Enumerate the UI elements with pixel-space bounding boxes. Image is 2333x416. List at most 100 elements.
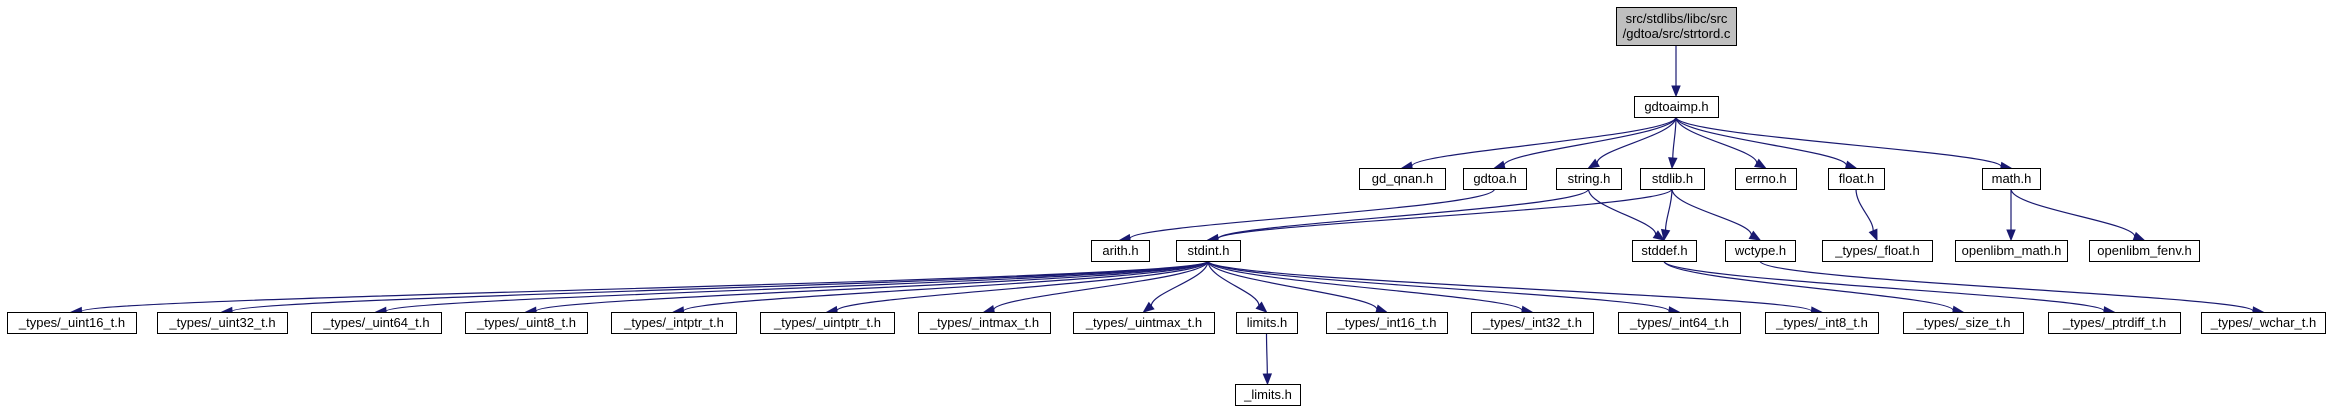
edge-line	[1663, 260, 1954, 311]
node-gd_qnan[interactable]: gd_qnan.h	[1359, 168, 1446, 190]
node-label: src/stdlibs/libc/src	[1626, 11, 1728, 26]
node-box[interactable]	[1235, 384, 1301, 406]
node-types_float[interactable]: _types/_float.h	[1822, 240, 1933, 262]
node-wctype[interactable]: wctype.h	[1725, 240, 1796, 262]
node-label: float.h	[1839, 171, 1874, 186]
node-box[interactable]	[1073, 312, 1215, 334]
edge-arrowhead	[2006, 229, 2016, 242]
node-uint64[interactable]: _types/_uint64_t.h	[311, 312, 442, 334]
node-box[interactable]	[2089, 240, 2200, 262]
edge-line	[1675, 116, 2002, 168]
node-ptrdiff[interactable]: _types/_ptrdiff_t.h	[2048, 312, 2181, 334]
node-root[interactable]: src/stdlibs/libc/src/gdtoa/src/strtord.c	[1616, 7, 1737, 46]
node-uint8[interactable]: _types/_uint8_t.h	[465, 312, 588, 334]
node-label: gdtoa.h	[1473, 171, 1516, 186]
root-node-box[interactable]	[1616, 7, 1737, 46]
node-stdlib[interactable]: stdlib.h	[1640, 168, 1705, 190]
edge-line	[1129, 188, 1496, 240]
node-box[interactable]	[1640, 168, 1705, 190]
edge-arrowhead	[1652, 230, 1666, 241]
node-box[interactable]	[1765, 312, 1879, 334]
edge-stdlib-to-stddef	[1660, 188, 1673, 242]
node-box[interactable]	[1735, 168, 1797, 190]
edge-stdint-to-uintmax	[1142, 260, 1209, 313]
node-int32[interactable]: _types/_int32_t.h	[1471, 312, 1594, 334]
node-box[interactable]	[760, 312, 895, 334]
node-box[interactable]	[2048, 312, 2181, 334]
node-errno[interactable]: errno.h	[1735, 168, 1797, 190]
node-uintptr[interactable]: _types/_uintptr_t.h	[760, 312, 895, 334]
edge-arrowhead	[1587, 158, 1600, 169]
node-box[interactable]	[7, 312, 137, 334]
node-int16[interactable]: _types/_int16_t.h	[1326, 312, 1448, 334]
node-uint32[interactable]: _types/_uint32_t.h	[157, 312, 288, 334]
edge-stdint-to-uint32	[220, 260, 1209, 317]
node-box[interactable]	[1982, 168, 2041, 190]
node-box[interactable]	[1463, 168, 1527, 190]
node-box[interactable]	[918, 312, 1051, 334]
node-label: _types/_float.h	[1834, 243, 1920, 258]
node-label: stdlib.h	[1652, 171, 1693, 186]
edge-arrowhead	[1748, 230, 1762, 241]
edge-line	[231, 260, 1209, 313]
node-box[interactable]	[1618, 312, 1741, 334]
node-box[interactable]	[465, 312, 588, 334]
node-box[interactable]	[1326, 312, 1448, 334]
node-gdtoaimp[interactable]: gdtoaimp.h	[1634, 96, 1719, 118]
node-box[interactable]	[157, 312, 288, 334]
node-gdtoa[interactable]: gdtoa.h	[1463, 168, 1527, 190]
node-box[interactable]	[1176, 240, 1241, 262]
node-int8[interactable]: _types/_int8_t.h	[1765, 312, 1879, 334]
node-intmax[interactable]: _types/_intmax_t.h	[918, 312, 1051, 334]
node-box[interactable]	[1471, 312, 1594, 334]
edge-line	[1207, 260, 1260, 306]
node-box[interactable]	[611, 312, 737, 334]
node-box[interactable]	[1091, 240, 1150, 262]
edge-arrowhead	[1255, 301, 1268, 313]
node-box[interactable]	[311, 312, 442, 334]
node-box[interactable]	[1955, 240, 2068, 262]
node-label: _types/_uint8_t.h	[476, 315, 576, 330]
node-label: errno.h	[1745, 171, 1786, 186]
node-size[interactable]: _types/_size_t.h	[1903, 312, 2024, 334]
edge-line	[1587, 188, 1657, 235]
edge-line	[1150, 260, 1209, 306]
edge-line	[1675, 116, 1758, 164]
edge-line	[80, 260, 1209, 313]
node-float[interactable]: float.h	[1828, 168, 1885, 190]
node-stdint[interactable]: stdint.h	[1176, 240, 1241, 262]
edge-stddef-to-size	[1663, 260, 1965, 315]
nodes-layer: src/stdlibs/libc/src/gdtoa/src/strtord.c…	[7, 7, 2326, 406]
node-openlibm_math[interactable]: openlibm_math.h	[1955, 240, 2068, 262]
node-intptr[interactable]: _types/_intptr_t.h	[611, 312, 737, 334]
node-label: arith.h	[1102, 243, 1138, 258]
node-label: _limits.h	[1243, 387, 1292, 402]
edge-line	[1671, 188, 1752, 236]
node-int64[interactable]: _types/_int64_t.h	[1618, 312, 1741, 334]
node-stddef[interactable]: stddef.h	[1632, 240, 1697, 262]
node-uintmax[interactable]: _types/_uintmax_t.h	[1073, 312, 1215, 334]
node-box[interactable]	[1828, 168, 1885, 190]
edge-stdint-to-int32	[1207, 260, 1534, 316]
node-box[interactable]	[1903, 312, 2024, 334]
node-limits[interactable]: limits.h	[1236, 312, 1298, 334]
node-uint16[interactable]: _types/_uint16_t.h	[7, 312, 137, 334]
node-label: openlibm_fenv.h	[2097, 243, 2191, 258]
node-box[interactable]	[1822, 240, 1933, 262]
node-openlibm_fenv[interactable]: openlibm_fenv.h	[2089, 240, 2200, 262]
node-box[interactable]	[1359, 168, 1446, 190]
node-box[interactable]	[2201, 312, 2326, 334]
node-limits_inner[interactable]: _limits.h	[1235, 384, 1301, 406]
edge-gdtoaimp-to-string	[1587, 116, 1677, 169]
node-label: _types/_uint32_t.h	[168, 315, 275, 330]
node-string[interactable]: string.h	[1556, 168, 1622, 190]
node-box[interactable]	[1634, 96, 1719, 118]
node-box[interactable]	[1725, 240, 1796, 262]
node-arith[interactable]: arith.h	[1091, 240, 1150, 262]
node-box[interactable]	[1632, 240, 1697, 262]
node-box[interactable]	[1556, 168, 1622, 190]
node-math[interactable]: math.h	[1982, 168, 2041, 190]
node-wchar[interactable]: _types/_wchar_t.h	[2201, 312, 2326, 334]
edge-gdtoaimp-to-gd_qnan	[1400, 116, 1677, 171]
node-box[interactable]	[1236, 312, 1298, 334]
